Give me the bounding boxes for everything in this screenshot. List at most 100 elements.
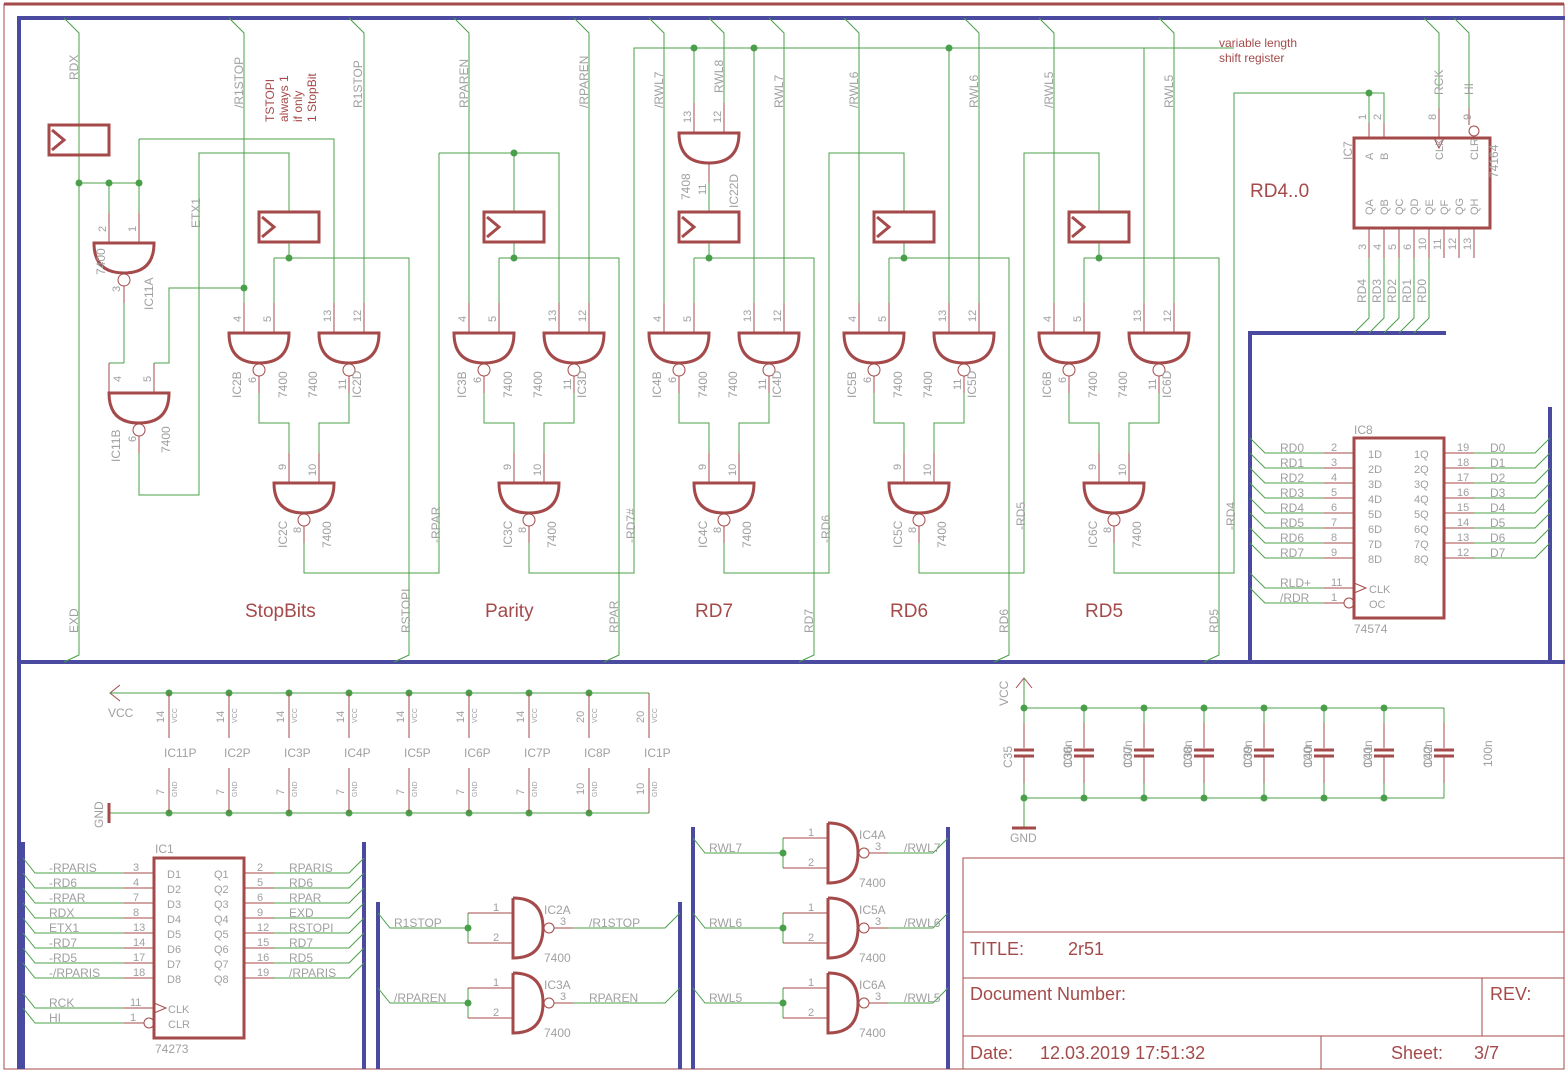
gate-name: IC6D (1160, 370, 1174, 398)
pin-number: 13 (682, 111, 694, 123)
pin-number: 3 (1357, 244, 1369, 250)
pin-number: 15 (257, 937, 269, 949)
net-label: RD1 (1280, 456, 1304, 470)
power-part-name: IC7P (524, 746, 551, 760)
gate-name: IC4D (770, 370, 784, 398)
bus-lines (17, 16, 1565, 1069)
pin-number: 1 (808, 902, 814, 914)
pin-number: 7 (335, 789, 347, 795)
ic11a-type: 7400 (94, 248, 108, 275)
pin-name: Q2 (214, 884, 229, 896)
pin-number: 10 (922, 464, 934, 476)
net-row (274, 857, 365, 874)
pin-name: D7 (167, 959, 181, 971)
net-label: -RD5 (49, 951, 77, 965)
pin-number: 6 (667, 377, 679, 383)
gate-type: 7400 (859, 876, 886, 890)
net-r1stop (348, 17, 365, 303)
pin-number: 9 (697, 464, 709, 470)
wire (138, 152, 290, 496)
gate-type: 7400 (320, 521, 334, 548)
nand-gate (826, 896, 860, 960)
pin-number: 2 (1372, 114, 1384, 120)
section-title-rd6: RD6 (890, 601, 928, 622)
pin-name: QE (1424, 199, 1436, 215)
pin-number: 5 (487, 316, 499, 322)
net-row (22, 872, 124, 889)
pin-number: 6 (1402, 244, 1414, 250)
net-label: RSTOPI (289, 921, 333, 935)
pin-name: 1Q (1414, 449, 1429, 461)
net-D7 (1474, 542, 1551, 559)
pin-number: 2 (493, 932, 499, 944)
gate-name: IC3A (544, 978, 571, 992)
pin-number: 1 (493, 902, 499, 914)
note-line: 1 StopBit (305, 73, 319, 122)
gate-type: 7400 (531, 371, 545, 398)
pin-number: 9 (1087, 464, 1099, 470)
net-row (274, 887, 365, 904)
net-RD3 (1249, 482, 1324, 499)
pin-number: 12 (1457, 547, 1469, 559)
ic22d-name: IC22D (727, 174, 741, 208)
net-in (692, 912, 783, 929)
net-rpar (499, 257, 620, 663)
pin-number: 12 (1162, 310, 1174, 322)
pin-number: 13 (1457, 532, 1469, 544)
pin-number: 1 (1331, 592, 1337, 604)
net-label: RD0 (1280, 441, 1304, 455)
net-label: RD6 (1280, 531, 1304, 545)
cell-d-gate (542, 331, 606, 365)
capacitor-name: C41 (1361, 746, 1375, 768)
cell-c-gate (887, 481, 951, 515)
gate-name: IC5D (965, 370, 979, 398)
pin-number: 8 (133, 907, 139, 919)
rd5-jumper (1067, 210, 1131, 244)
net-row (22, 962, 124, 979)
jumper-chevron (1071, 215, 1087, 239)
stopbits-jumper (257, 210, 321, 244)
pin-number: 5 (1387, 244, 1399, 250)
pin-number: 16 (1457, 487, 1469, 499)
pin-number: 13 (937, 310, 949, 322)
gate-type: 7400 (935, 521, 949, 548)
pin-name: GND (592, 781, 599, 797)
pin-name: CLK (168, 1004, 190, 1016)
net-label: /RWL7 (904, 841, 941, 855)
gate-name: IC3C (501, 520, 515, 548)
nand-gate (826, 821, 860, 885)
net-minus-rpar (303, 153, 440, 574)
net-label: ETX1 (49, 921, 79, 935)
section-title-stopbits: StopBits (245, 601, 316, 622)
pin-number: 4 (133, 877, 139, 889)
pin-number: 20 (635, 711, 647, 723)
pin-number: 4 (457, 316, 469, 322)
jumper-chevron (486, 215, 502, 239)
net-in (692, 987, 783, 1004)
jumper-chevron (681, 215, 697, 239)
net-RD6 (1249, 527, 1324, 544)
pin-number: 4 (1372, 244, 1384, 250)
net-RD0 (1249, 437, 1324, 454)
pin-number: 7 (215, 789, 227, 795)
cell-d-gate (737, 331, 801, 365)
net-D4 (1474, 497, 1551, 514)
cell-b-gate (452, 331, 516, 365)
pin-name: Q6 (214, 944, 229, 956)
net-ctrl (1249, 587, 1324, 604)
pin-name: VCC (292, 708, 299, 723)
gate-name: IC5B (845, 371, 859, 398)
net-label: D1 (1490, 456, 1506, 470)
net-rck (1423, 17, 1440, 108)
net-row (22, 917, 124, 934)
net-label: RWL7 (709, 841, 742, 855)
net-out (573, 912, 681, 929)
pin-number: 13 (742, 310, 754, 322)
net-label-minus-rd6: -RD6 (819, 515, 833, 543)
gate-name: IC3D (575, 370, 589, 398)
jumper-chevron (51, 128, 67, 152)
net-label: RD6 (289, 876, 313, 890)
net-label: -RD6 (49, 876, 77, 890)
capacitor-value: 100n (1421, 740, 1435, 767)
pin-number: 15 (1457, 502, 1469, 514)
